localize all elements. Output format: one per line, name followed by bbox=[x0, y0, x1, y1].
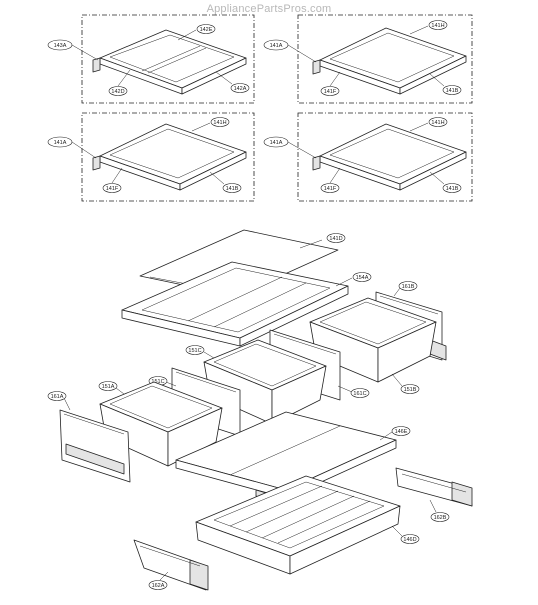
callout-141a: 141A bbox=[263, 39, 317, 63]
label-142e: 142E bbox=[200, 27, 213, 33]
drawer-cover-161a: 161A bbox=[47, 391, 131, 483]
label-141a: 141A bbox=[270, 140, 283, 146]
callout-141b: 141B bbox=[209, 171, 242, 193]
label-161c: 161C bbox=[353, 391, 366, 397]
callout-161a: 161A bbox=[47, 391, 71, 411]
callout-143a: 143A bbox=[47, 39, 99, 61]
callout-141f: 141F bbox=[102, 167, 123, 193]
label-141a: 141A bbox=[54, 140, 67, 146]
callout-142e: 142E bbox=[177, 24, 216, 41]
callout-161b: 161B bbox=[393, 281, 418, 297]
label-141h: 141H bbox=[213, 120, 226, 126]
callout-141b: 141B bbox=[429, 171, 462, 193]
label-151c-top: 151C bbox=[188, 348, 201, 354]
callout-141a: 141A bbox=[47, 136, 97, 159]
inset-box-141a-3: 141A 141H 141F 141B bbox=[263, 112, 473, 202]
label-162b: 162B bbox=[434, 515, 447, 521]
callout-151c-top: 151C bbox=[185, 345, 215, 359]
inset-box-141a-2: 141A 141H 141F 141B bbox=[47, 112, 255, 202]
callout-151a: 151A bbox=[98, 381, 125, 395]
callout-141h: 141H bbox=[409, 20, 448, 35]
inset-box-141a-1: 141A 141H 141F 141B bbox=[263, 14, 473, 104]
inset-box-143a: 143A 142E 142D 142A bbox=[47, 14, 255, 104]
callout-141f: 141F bbox=[320, 71, 341, 96]
label-141f: 141F bbox=[106, 186, 119, 192]
callout-162a: 162A bbox=[148, 571, 169, 590]
callout-151b: 151B bbox=[391, 373, 420, 394]
drawer-151b: 151B bbox=[309, 297, 437, 394]
callout-141h: 141H bbox=[409, 117, 448, 132]
label-151a: 151A bbox=[102, 384, 115, 390]
glass-shelf-drawing bbox=[92, 123, 247, 191]
label-141b: 141B bbox=[446, 88, 459, 94]
label-141a: 141A bbox=[270, 43, 283, 49]
callout-146e: 146E bbox=[379, 426, 411, 441]
inset-border bbox=[297, 14, 473, 104]
label-141h: 141H bbox=[431, 120, 444, 126]
label-141b: 141B bbox=[446, 186, 459, 192]
label-151b: 151B bbox=[404, 387, 417, 393]
label-142a: 142A bbox=[234, 86, 247, 92]
label-151c: 151C bbox=[151, 379, 164, 385]
drawer-151a: 151A bbox=[98, 381, 223, 467]
label-142d: 142D bbox=[111, 89, 124, 95]
glass-shelf-drawing bbox=[312, 123, 467, 191]
callout-154a: 154A bbox=[335, 272, 372, 287]
label-141f: 141F bbox=[324, 186, 337, 192]
label-146d: 146D bbox=[403, 537, 416, 543]
callout-146d: 146D bbox=[391, 525, 420, 544]
callout-162b: 162B bbox=[429, 499, 450, 522]
inset-border bbox=[297, 112, 473, 202]
label-154a: 154A bbox=[356, 275, 369, 281]
pantry-tray-146d: 146D bbox=[195, 475, 420, 575]
split-shelf-drawing bbox=[92, 29, 247, 95]
glass-shelf-drawing bbox=[312, 27, 467, 95]
rail-162a: 162A bbox=[133, 539, 209, 591]
callout-142a: 142A bbox=[215, 71, 250, 93]
label-146e: 146E bbox=[395, 429, 408, 435]
shelf-frame-154a: 154A bbox=[121, 261, 372, 347]
callout-141b: 141B bbox=[429, 73, 462, 95]
label-161b: 161B bbox=[402, 284, 415, 290]
callout-141f: 141F bbox=[320, 167, 341, 193]
callout-142d: 142D bbox=[108, 69, 131, 96]
label-141f: 141F bbox=[324, 89, 337, 95]
label-161a: 161A bbox=[51, 394, 64, 400]
rail-162b: 162B bbox=[395, 467, 473, 522]
callout-141d: 141D bbox=[299, 233, 346, 249]
label-162a: 162A bbox=[152, 583, 165, 589]
label-141h: 141H bbox=[431, 23, 444, 29]
label-143a: 143A bbox=[54, 43, 67, 49]
callout-161c: 161C bbox=[337, 385, 370, 398]
callout-141a: 141A bbox=[263, 136, 317, 159]
label-141d: 141D bbox=[329, 236, 342, 242]
watermark: AppliancePartsPros.com bbox=[206, 3, 332, 15]
callout-141h: 141H bbox=[191, 117, 230, 132]
label-141b: 141B bbox=[226, 186, 239, 192]
